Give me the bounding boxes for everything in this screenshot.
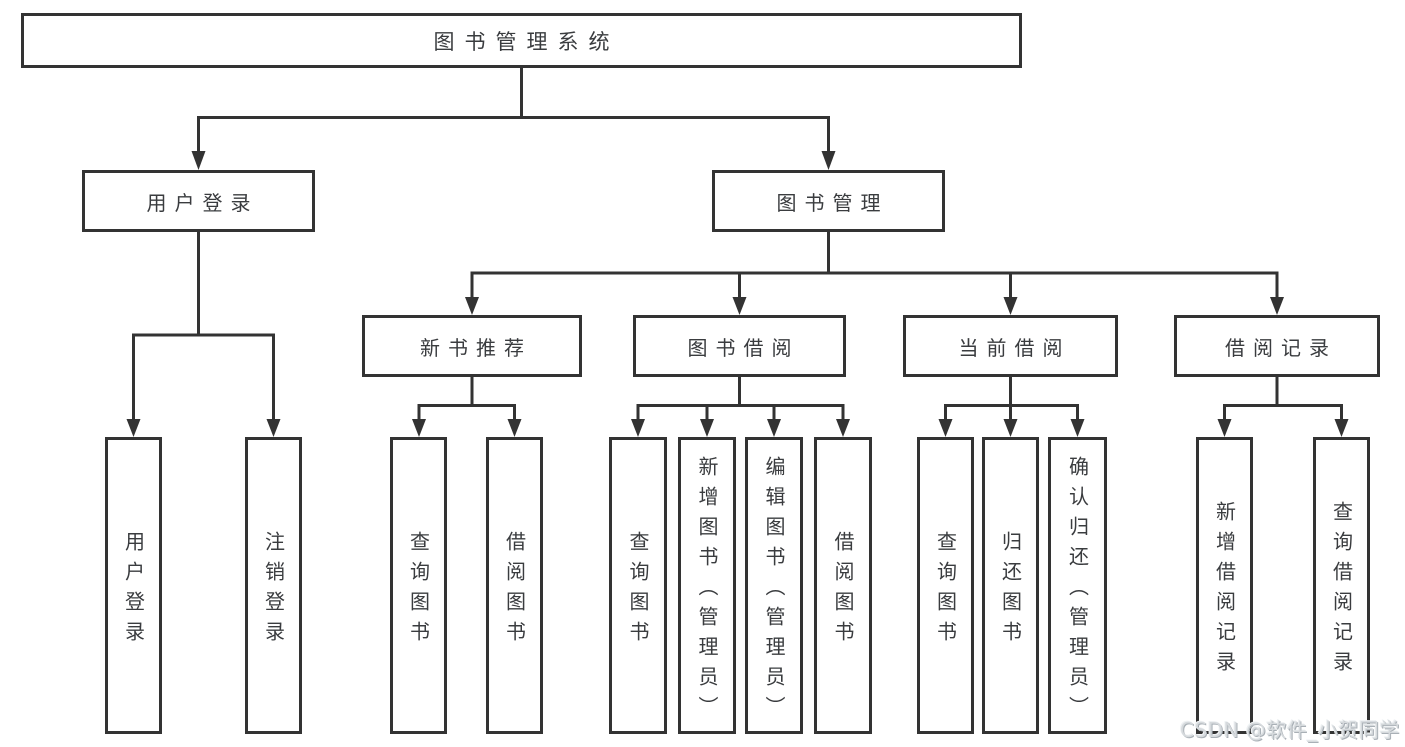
node-label: 借阅图书 bbox=[831, 530, 855, 651]
leaf-query-books-current: 查询图书 bbox=[917, 437, 974, 734]
leaf-user-login: 用户登录 bbox=[105, 437, 162, 734]
node-label: 借阅图书 bbox=[502, 530, 527, 651]
leaf-add-books-admin: 新增图书（管理员） bbox=[678, 437, 736, 734]
node-label: 查询图书 bbox=[406, 530, 431, 651]
node-label: 查询图书 bbox=[933, 530, 958, 651]
node-label: 当前借阅 bbox=[958, 335, 1071, 360]
leaf-add-borrow-record: 新增借阅记录 bbox=[1196, 437, 1253, 734]
node-label: 确认归还（管理员） bbox=[1065, 455, 1090, 726]
node-new-book-recommend: 新书推荐 bbox=[362, 315, 582, 377]
leaf-confirm-return-admin: 确认归还（管理员） bbox=[1048, 437, 1107, 734]
node-label: 新增图书（管理员） bbox=[695, 455, 719, 726]
node-label: 图书管理系统 bbox=[433, 29, 620, 54]
node-user-login-branch: 用户登录 bbox=[82, 170, 315, 232]
leaf-borrow-books-recommend: 借阅图书 bbox=[486, 437, 543, 734]
leaf-return-books: 归还图书 bbox=[982, 437, 1039, 734]
connector-root-to-level2 bbox=[191, 68, 836, 170]
node-label: 编辑图书（管理员） bbox=[762, 455, 786, 726]
connector-new-book-group bbox=[412, 377, 522, 437]
node-label: 查询借阅记录 bbox=[1329, 500, 1354, 681]
node-label: 图书管理 bbox=[776, 190, 889, 215]
csdn-watermark: CSDN @软件_小贺同学 bbox=[1180, 718, 1400, 742]
node-label: 归还图书 bbox=[998, 530, 1023, 651]
leaf-borrow-books: 借阅图书 bbox=[814, 437, 872, 734]
connector-book-mgmt-to-level3 bbox=[465, 232, 1284, 315]
node-label: 新书推荐 bbox=[420, 335, 532, 360]
node-label: 用户登录 bbox=[146, 190, 259, 215]
leaf-query-books-borrow: 查询图书 bbox=[609, 437, 667, 734]
node-label: 图书借阅 bbox=[687, 335, 800, 360]
node-current-borrow: 当前借阅 bbox=[903, 315, 1118, 377]
node-book-management-system: 图书管理系统 bbox=[21, 13, 1022, 68]
leaf-query-books-recommend: 查询图书 bbox=[390, 437, 447, 734]
node-book-borrow: 图书借阅 bbox=[633, 315, 846, 377]
leaf-query-borrow-record: 查询借阅记录 bbox=[1313, 437, 1370, 734]
connector-user-login-branch bbox=[126, 232, 281, 437]
leaf-edit-books-admin: 编辑图书（管理员） bbox=[745, 437, 803, 734]
connector-book-borrow-group bbox=[631, 377, 850, 437]
connector-borrow-record-group bbox=[1217, 377, 1349, 437]
node-label: 查询图书 bbox=[626, 530, 650, 651]
leaf-logout: 注销登录 bbox=[245, 437, 302, 734]
node-book-management-branch: 图书管理 bbox=[712, 170, 945, 232]
node-label: 用户登录 bbox=[121, 530, 146, 651]
node-label: 新增借阅记录 bbox=[1212, 500, 1237, 681]
node-borrow-record: 借阅记录 bbox=[1174, 315, 1380, 377]
node-label: 借阅记录 bbox=[1225, 335, 1337, 360]
connector-current-borrow-group bbox=[938, 377, 1085, 437]
node-label: 注销登录 bbox=[261, 530, 286, 651]
